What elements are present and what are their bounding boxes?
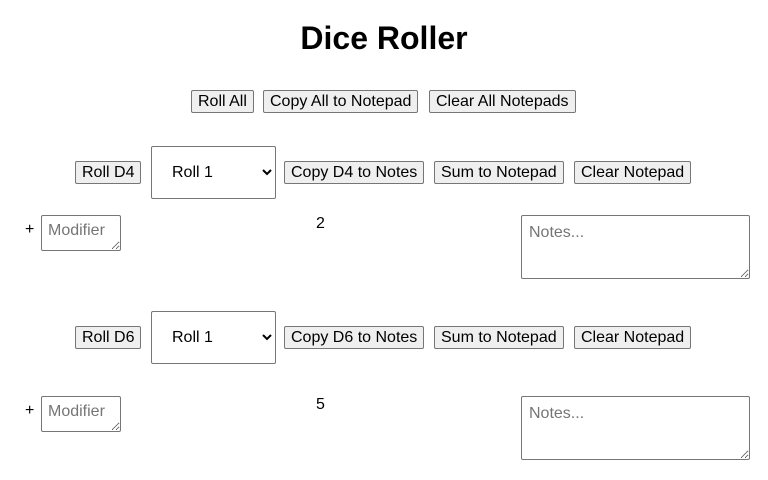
d6-roll-count-select[interactable]: Roll 1	[151, 311, 276, 364]
d4-roll-count-select[interactable]: Roll 1	[151, 146, 276, 199]
d4-plus-sign: +	[25, 221, 35, 238]
d6-clear-notepad-button[interactable]: Clear Notepad	[574, 326, 692, 349]
copy-all-to-notepad-button[interactable]: Copy All to Notepad	[263, 90, 419, 113]
page-title: Dice Roller	[300, 20, 468, 56]
d6-plus-sign: +	[25, 402, 35, 419]
d4-sum-to-notepad-button[interactable]: Sum to Notepad	[434, 161, 564, 184]
d6-roll-result: 5	[316, 396, 325, 413]
d6-sum-to-notepad-button[interactable]: Sum to Notepad	[434, 326, 564, 349]
roll-d4-button[interactable]: Roll D4	[75, 161, 142, 184]
roll-d6-button[interactable]: Roll D6	[75, 326, 142, 349]
d4-notes-textarea[interactable]	[521, 215, 750, 279]
d4-roll-result: 2	[316, 215, 325, 232]
d6-modifier-input[interactable]	[41, 396, 121, 432]
d4-clear-notepad-button[interactable]: Clear Notepad	[574, 161, 692, 184]
roll-all-button[interactable]: Roll All	[191, 90, 254, 113]
d4-modifier-input[interactable]	[41, 215, 121, 251]
copy-d6-to-notes-button[interactable]: Copy D6 to Notes	[284, 326, 425, 349]
clear-all-notepads-button[interactable]: Clear All Notepads	[429, 90, 576, 113]
d6-notes-textarea[interactable]	[521, 396, 750, 460]
copy-d4-to-notes-button[interactable]: Copy D4 to Notes	[284, 161, 425, 184]
